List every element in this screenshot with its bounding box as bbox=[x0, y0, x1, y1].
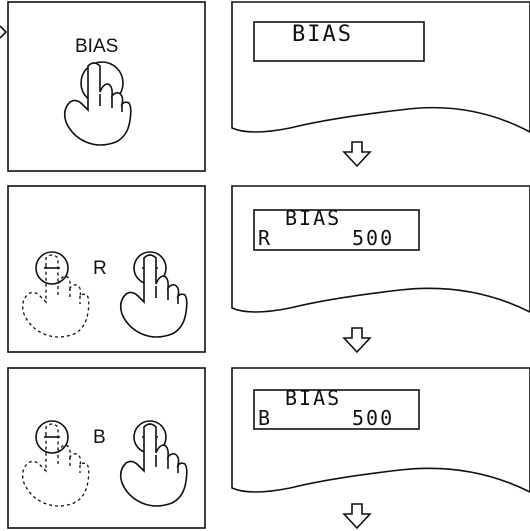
step2-lcd-line2-right: 500 bbox=[352, 226, 395, 250]
step2-minus-button bbox=[35, 251, 69, 285]
step2-arrow-icon bbox=[343, 327, 371, 353]
step3-channel-label: B bbox=[93, 427, 106, 448]
step3-lcd-line1: BIAS bbox=[285, 386, 342, 410]
step2-hand-icon bbox=[119, 254, 188, 338]
step2-lcd-line1: BIAS bbox=[285, 206, 342, 230]
step1-button-label: BIAS bbox=[75, 36, 119, 57]
step3-arrow-icon bbox=[343, 503, 371, 529]
step3-lcd-frame bbox=[253, 389, 420, 430]
step3-hand-icon bbox=[119, 423, 188, 507]
step2-channel-label: R bbox=[93, 258, 107, 279]
step3-minus-button bbox=[35, 420, 69, 454]
step1-panel bbox=[7, 1, 206, 172]
step1-display-card bbox=[231, 1, 530, 133]
step1-lcd-line1: BIAS bbox=[292, 22, 353, 47]
entry-pointer bbox=[0, 25, 8, 39]
step3-panel bbox=[7, 367, 206, 529]
step2-lcd-frame bbox=[253, 209, 420, 251]
step1-lcd-frame bbox=[253, 21, 425, 62]
step3-lcd-line2-left: B bbox=[258, 406, 273, 430]
step3-display-card bbox=[231, 367, 530, 493]
step1-arrow-icon bbox=[343, 141, 371, 167]
step2-lcd-line2-left: R bbox=[258, 226, 273, 250]
step2-display-card bbox=[231, 185, 530, 313]
step3-lcd-line2-right: 500 bbox=[352, 406, 395, 430]
step2-panel bbox=[7, 185, 206, 353]
